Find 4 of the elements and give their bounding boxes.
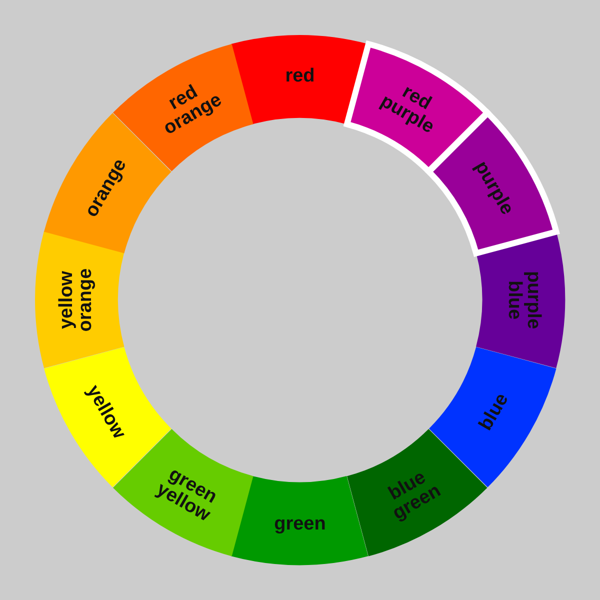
segment-label: purple blue bbox=[504, 270, 543, 332]
segment-label: green bbox=[273, 514, 327, 534]
segment-label: yellow orange bbox=[57, 267, 95, 334]
segment-label: red bbox=[284, 66, 316, 86]
